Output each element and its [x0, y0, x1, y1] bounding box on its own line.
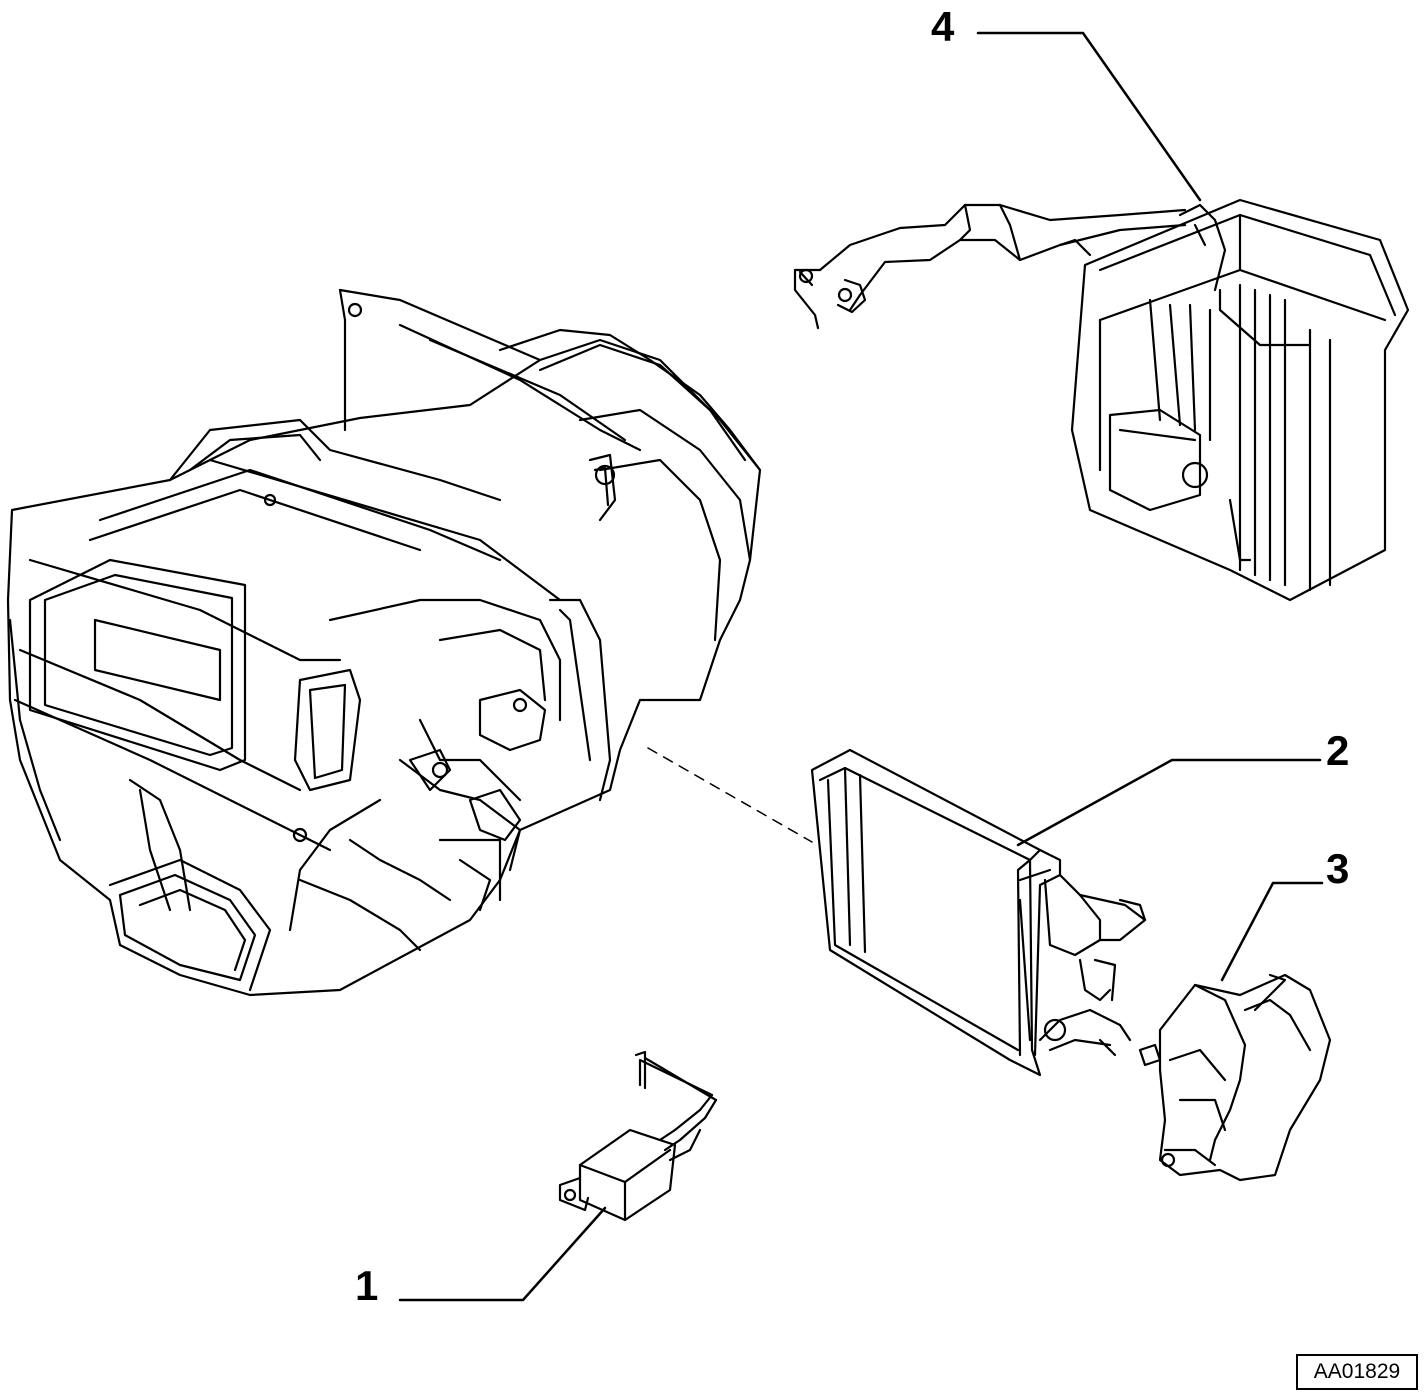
callout-2: 2 [1326, 727, 1350, 774]
callout-3: 3 [1326, 845, 1350, 892]
leader-line-4 [976, 31, 1202, 202]
reference-code-label: AA01829 [1296, 1354, 1418, 1390]
callout-1: 1 [355, 1262, 379, 1309]
hvac-housing-assembly [6, 288, 762, 997]
leader-line-3 [1220, 881, 1324, 982]
leader-line-1 [398, 1206, 607, 1302]
evaporator-part-4 [793, 198, 1410, 602]
heater-core-part-2 [810, 748, 1147, 1077]
sensor-part-1 [558, 1050, 718, 1222]
cover-part-3 [1138, 973, 1332, 1182]
callout-4: 4 [931, 3, 955, 50]
alignment-dashed-line [647, 747, 813, 843]
leader-line-2 [1016, 758, 1322, 847]
